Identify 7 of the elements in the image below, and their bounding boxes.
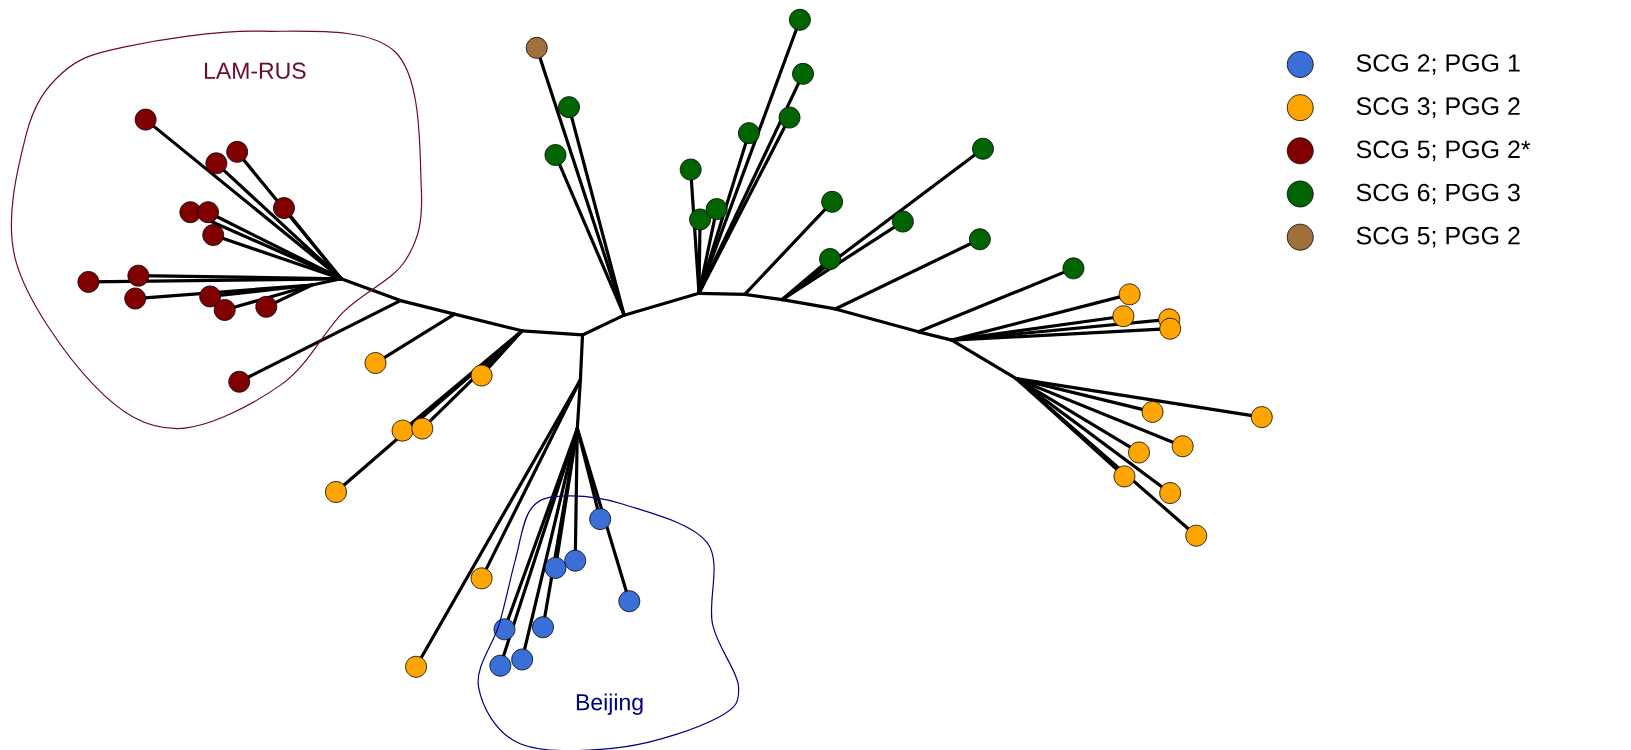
clade-outline: Beijing	[477, 495, 740, 750]
legend-label: SCG 2; PGG 1	[1356, 54, 1520, 75]
legend-label: SCG 5; PGG 2	[1356, 226, 1520, 248]
legend-label: SCG 6; PGG 3	[1356, 183, 1520, 205]
legend-label: SCG 5; PGG 2*	[1356, 140, 1531, 162]
clade-outline: LAM-RUS	[10, 30, 423, 430]
legend-label: SCG 3; PGG 2	[1356, 97, 1520, 118]
